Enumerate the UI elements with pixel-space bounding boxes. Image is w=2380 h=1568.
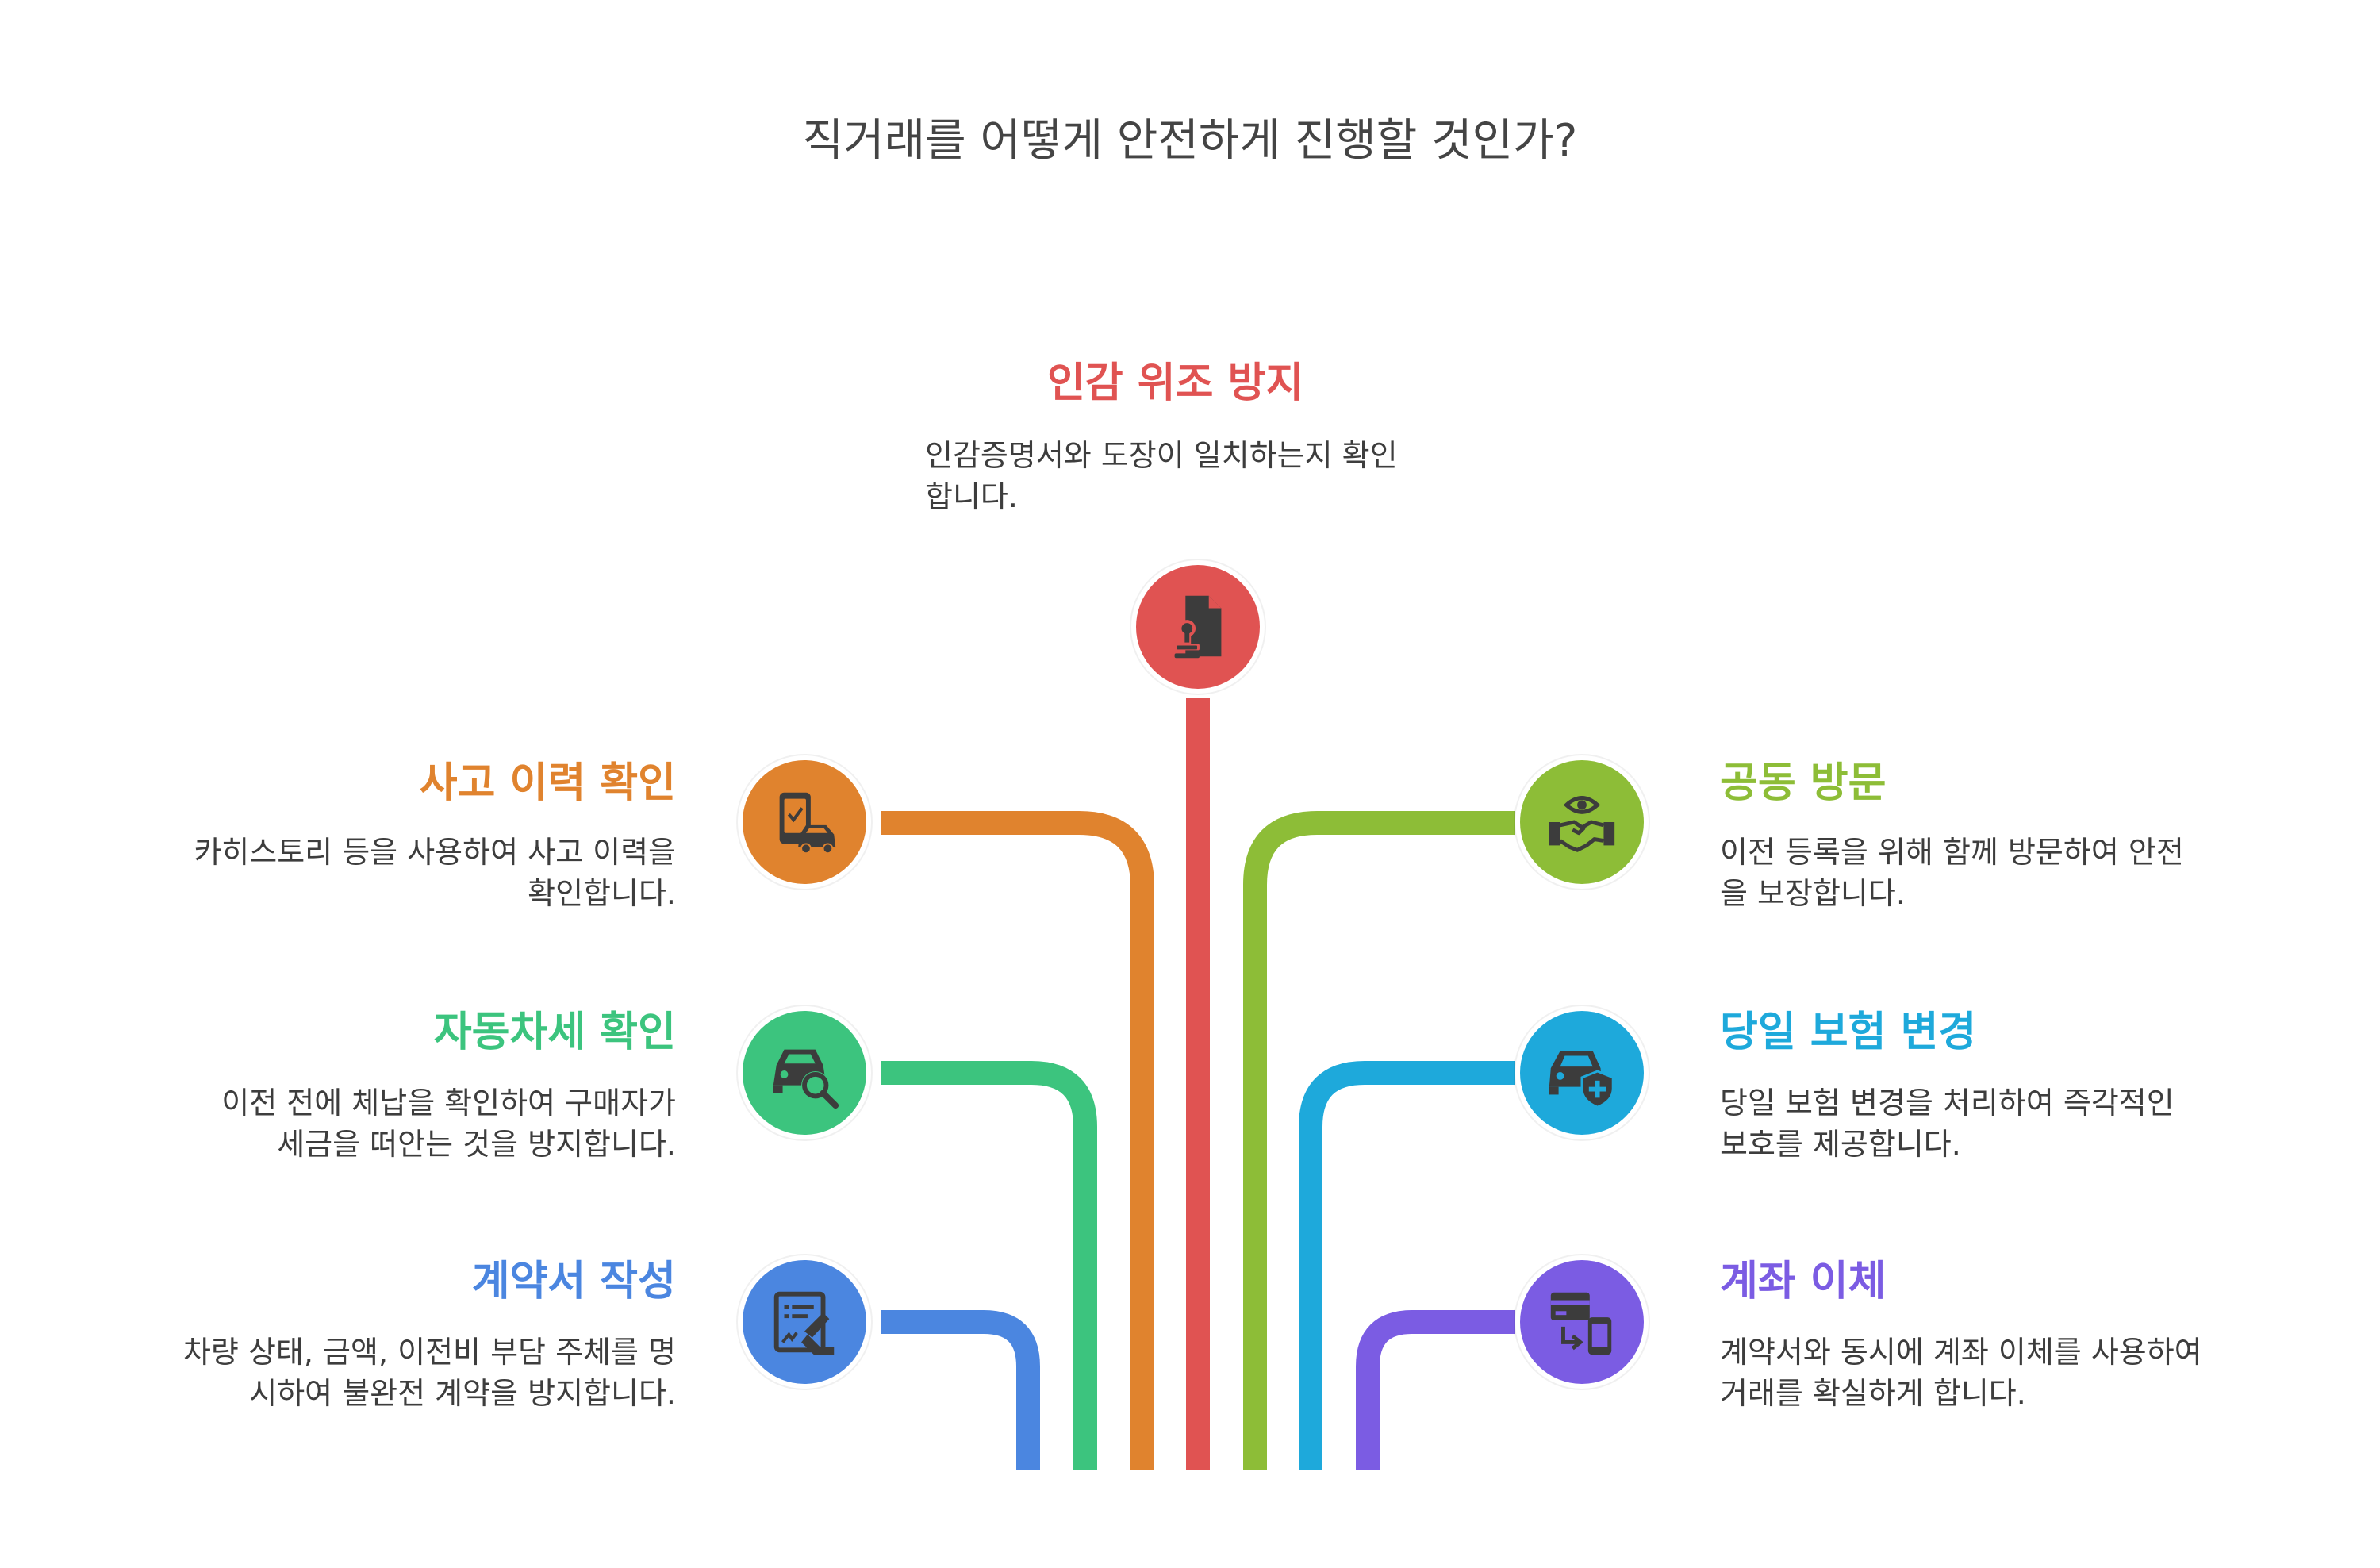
car-shield-icon [1549, 1051, 1614, 1109]
tax-title: 자동차세 확인 [433, 1009, 676, 1056]
transfer-desc-line1: 계약서와 동시에 계좌 이체를 사용하여 [1720, 1335, 2202, 1370]
accident-desc-line2: 확인합니다. [528, 876, 676, 911]
visit-desc: 이전 등록을 위해 함께 방문하여 안전 을 보장합니다. [1720, 832, 2323, 914]
contract-desc-line2: 시하여 불완전 계약을 방지합니다. [249, 1376, 676, 1411]
line-visit [1243, 811, 1515, 1470]
contract-icon-circle [738, 1255, 871, 1389]
car-search-icon [773, 1049, 839, 1109]
contract-title: 계약서 작성 [471, 1258, 676, 1305]
visit-icon-circle [1515, 755, 1649, 889]
accident-icon-circle [738, 755, 871, 889]
contract-sign-icon [774, 1291, 835, 1355]
line-tax [881, 1061, 1097, 1470]
line-accident [881, 811, 1154, 1470]
visit-desc-line1: 이전 등록을 위해 함께 방문하여 안전 [1720, 835, 2184, 870]
seal-desc-line1: 인감증명서와 도장이 일치하는지 확인 [925, 438, 1398, 473]
seal-icon-circle [1131, 560, 1265, 694]
insurance-desc-line2: 보호를 제공합니다. [1720, 1127, 1961, 1162]
handshake-eye-icon [1549, 796, 1615, 852]
tax-desc-line1: 이전 전에 체납을 확인하여 구매자가 [221, 1086, 676, 1120]
insurance-desc-line1: 당일 보험 변경을 처리하여 즉각적인 [1720, 1086, 2175, 1120]
transfer-title: 계좌 이체 [1720, 1258, 1887, 1305]
card-phone-transfer-icon [1550, 1292, 1612, 1355]
line-contract [881, 1310, 1040, 1470]
line-insurance [1299, 1061, 1515, 1470]
seal-desc: 인감증명서와 도장이 일치하는지 확인 합니다. [925, 435, 1496, 517]
transfer-desc: 계약서와 동시에 계좌 이체를 사용하여 거래를 확실하게 합니다. [1720, 1332, 2323, 1414]
transfer-icon-circle [1515, 1255, 1649, 1389]
insurance-desc: 당일 보험 변경을 처리하여 즉각적인 보호를 제공합니다. [1720, 1082, 2323, 1165]
tax-icon-circle [738, 1006, 871, 1139]
document-stamp-icon [1174, 595, 1222, 659]
accident-desc-line1: 카히스토리 등을 사용하여 사고 이력을 [194, 835, 676, 870]
accident-title: 사고 이력 확인 [419, 759, 676, 807]
visit-desc-line2: 을 보장합니다. [1720, 876, 1906, 911]
contract-desc: 차량 상태, 금액, 이전비 부담 주체를 명 시하여 불완전 계약을 방지합니… [73, 1332, 676, 1414]
insurance-title: 당일 보험 변경 [1720, 1009, 1977, 1056]
accident-desc: 카히스토리 등을 사용하여 사고 이력을 확인합니다. [73, 832, 676, 914]
seal-title: 인감 위조 방지 [1047, 359, 1304, 407]
insurance-icon-circle [1515, 1006, 1649, 1139]
contract-desc-line1: 차량 상태, 금액, 이전비 부담 주체를 명 [182, 1335, 676, 1370]
transfer-desc-line2: 거래를 확실하게 합니다. [1720, 1376, 2026, 1411]
visit-title: 공동 방문 [1720, 759, 1887, 807]
phone-car-icon [779, 792, 836, 855]
seal-desc-line2: 합니다. [925, 479, 1018, 514]
tax-desc: 이전 전에 체납을 확인하여 구매자가 세금을 떠안는 것을 방지합니다. [73, 1082, 676, 1165]
tax-desc-line2: 세금을 떠안는 것을 방지합니다. [277, 1127, 676, 1162]
line-transfer [1356, 1310, 1515, 1470]
page-title: 직거래를 어떻게 안전하게 진행할 것인가? [802, 115, 1578, 167]
